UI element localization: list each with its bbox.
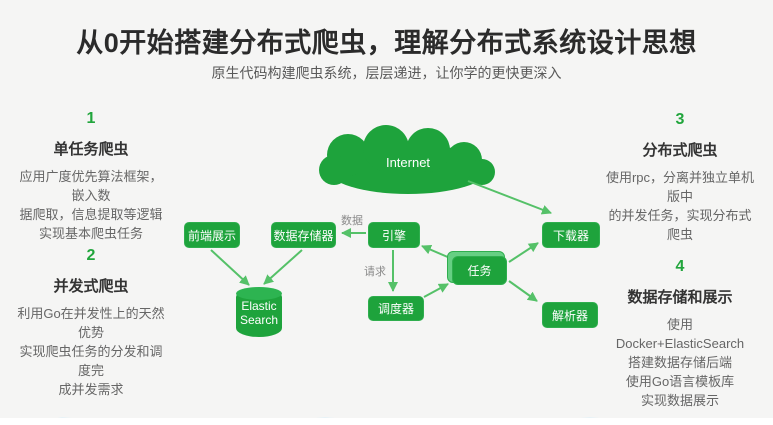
arrow-internet-to-downloader	[467, 180, 552, 215]
page-subtitle: 原生代码构建爬虫系统，层层递进，让你学的更快更深入	[211, 65, 562, 81]
arrow-task-to-parser	[508, 280, 538, 302]
section-text-line: 度完	[77, 363, 104, 378]
section-text-line: 版中	[666, 189, 693, 204]
elastic-search-label-line2: Search	[239, 313, 279, 327]
section-text-line: 实现基本爬虫任务	[38, 226, 143, 241]
arrow-scheduler-to-task	[423, 283, 449, 298]
section-text-line: 嵌入数	[71, 188, 111, 203]
section-single-task-crawler: 1 单任务爬虫 应用广度优先算法框架， 嵌入数 据爬取，信息提取等逻辑 实现基本…	[0, 110, 182, 243]
arrow-task-to-engine	[421, 244, 451, 259]
elastic-search-label-line1: Elastic	[241, 299, 277, 313]
node-elastic-search-cylinder: Elastic Search	[236, 287, 282, 337]
section-text-line: 搭建数据存储后端	[627, 355, 732, 370]
section-text-line: 优势	[77, 325, 104, 340]
node-parser: 解析器	[542, 302, 598, 328]
section-heading: 数据存储和展示	[627, 289, 733, 306]
section-text-line: 使用	[666, 317, 693, 332]
section-text-line: 利用Go在并发性上的天然	[17, 306, 165, 321]
section-text-line: 成并发需求	[58, 382, 124, 397]
section-text-line: 实现爬虫任务的分发和调	[19, 344, 163, 359]
node-frontend-display: 前端展示	[184, 222, 240, 248]
section-number: 4	[675, 258, 685, 275]
edge-label-data: 数据	[341, 215, 363, 227]
node-engine: 引擎	[368, 222, 420, 248]
arrow-task-to-downloader	[508, 242, 539, 263]
arrow-storage-to-es	[263, 249, 303, 285]
section-text-line: 爬虫	[666, 227, 693, 242]
section-text-line: 实现数据展示	[640, 393, 719, 408]
page-title: 从0开始搭建分布式爬虫，理解分布式系统设计思想	[76, 28, 697, 58]
section-text-line: 应用广度优先算法框架，	[19, 169, 163, 184]
section-text-line: 的并发任务，实现分布式	[608, 208, 752, 223]
section-data-storage-display: 4 数据存储和展示 使用 Docker+ElasticSearch 搭建数据存储…	[589, 258, 771, 410]
node-scheduler: 调度器	[368, 296, 424, 321]
section-heading: 分布式爬虫	[642, 142, 718, 159]
edge-label-request: 请求	[364, 266, 386, 278]
internet-label: Internet	[386, 155, 430, 170]
section-distributed-crawler: 3 分布式爬虫 使用rpc，分离并独立单机 版中 的并发任务，实现分布式 爬虫	[589, 111, 771, 244]
arrow-frontend-to-es	[210, 249, 250, 286]
section-number: 2	[86, 247, 96, 264]
internet-cloud-icon	[319, 125, 495, 194]
section-number: 1	[86, 110, 96, 127]
node-data-storage: 数据存储器	[271, 222, 336, 248]
node-task: 任务	[452, 256, 507, 285]
section-text-line: 据爬取，信息提取等逻辑	[19, 207, 163, 222]
node-downloader: 下载器	[542, 222, 600, 248]
section-text-line: 使用rpc，分离并独立单机	[605, 170, 755, 185]
section-text-line: Docker+ElasticSearch	[615, 336, 745, 351]
section-heading: 单任务爬虫	[53, 141, 129, 158]
section-number: 3	[675, 111, 685, 128]
section-heading: 并发式爬虫	[53, 278, 129, 295]
section-concurrent-crawler: 2 并发式爬虫 利用Go在并发性上的天然 优势 实现爬虫任务的分发和调 度完 成…	[0, 247, 182, 399]
section-text-line: 使用Go语言模板库	[625, 374, 735, 389]
bottom-band	[0, 418, 773, 425]
